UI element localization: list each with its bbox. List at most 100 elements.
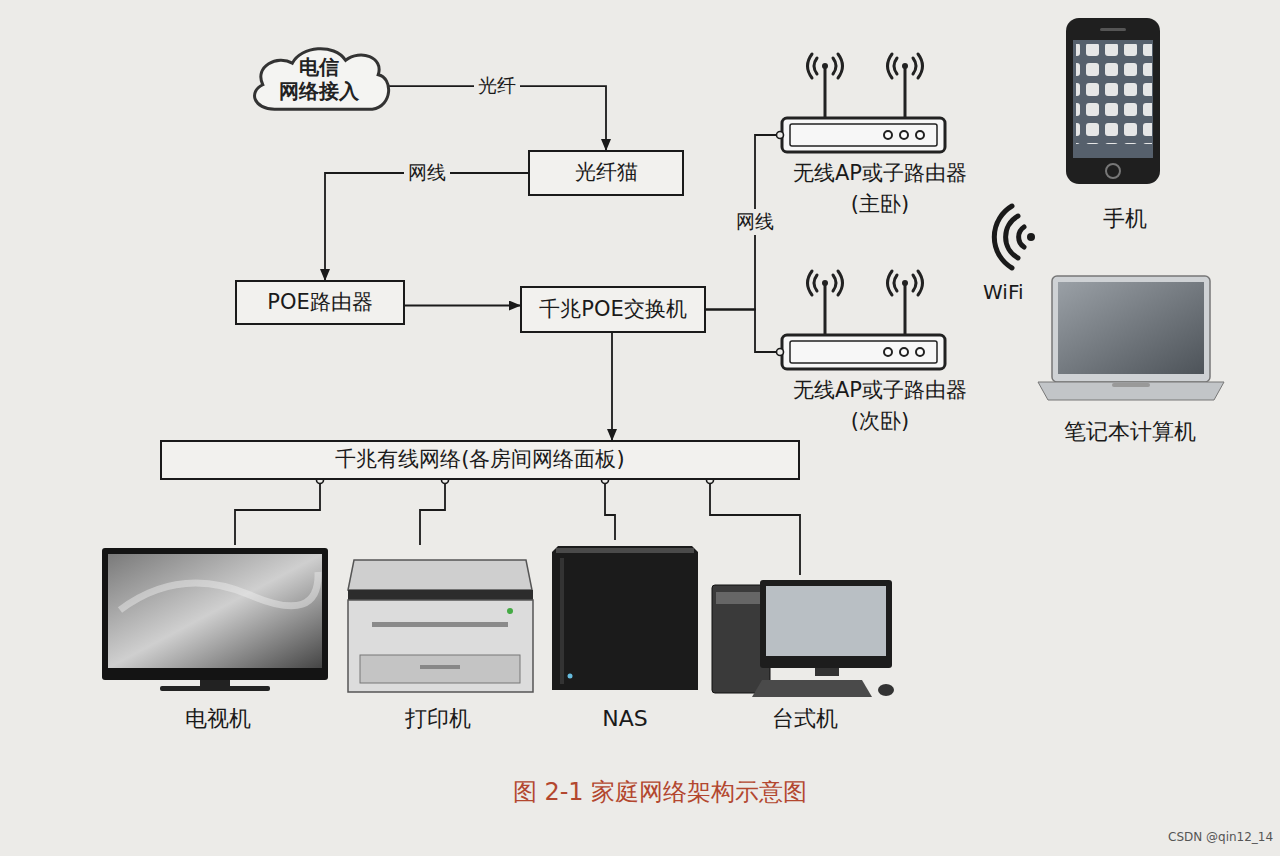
- device-node: 打印机: [340, 545, 535, 735]
- connector-group: [235, 86, 800, 575]
- phone-illustration: [1073, 40, 1153, 158]
- node-text: 无线AP或子路由器 (次卧): [780, 375, 980, 436]
- router-icon: [888, 54, 923, 78]
- process-box: POE路由器: [235, 280, 405, 325]
- router-icon: [916, 131, 924, 139]
- laptop-illustration: [1038, 276, 1224, 400]
- tv-illustration: [102, 548, 328, 680]
- wifi-label: WiFi: [983, 280, 1024, 304]
- printer-illustration: [348, 560, 532, 590]
- router-icon: [782, 271, 945, 369]
- router-icon: [822, 63, 828, 69]
- phone-illustration: [1076, 44, 1152, 144]
- wifi-symbol: [994, 206, 1035, 268]
- process-box: 光纤猫: [528, 150, 684, 196]
- printer-illustration: [372, 622, 508, 627]
- node-text: 笔记本计算机: [1064, 416, 1196, 448]
- phone-illustration: [1066, 18, 1160, 184]
- connector: [235, 480, 320, 545]
- nas-illustration: [556, 548, 694, 553]
- nas-illustration: [568, 674, 573, 679]
- desktop-illustration: [760, 580, 892, 668]
- cloud-outline: [255, 49, 389, 110]
- wifi-symbol: [994, 206, 1012, 268]
- router-icon: [824, 68, 827, 118]
- laptop-illustration: [1052, 276, 1210, 382]
- connector: [706, 310, 780, 353]
- device-node: 手机: [1050, 15, 1200, 235]
- connector: [605, 480, 615, 540]
- node-text: 手机: [1103, 203, 1147, 235]
- node-text: 电视机: [185, 703, 251, 735]
- router-icon: [782, 118, 945, 152]
- tv-illustration: [200, 680, 230, 686]
- desktop-illustration: [716, 592, 766, 604]
- router-icon: [902, 63, 908, 69]
- desktop-illustration: [878, 684, 894, 696]
- device-node: 笔记本计算机: [1030, 270, 1230, 448]
- router-icon: [904, 68, 907, 118]
- wifi-symbol: [1019, 227, 1024, 247]
- edge-label: 网线: [732, 209, 778, 235]
- desktop-illustration: [752, 680, 872, 697]
- node-text: 台式机: [772, 703, 838, 735]
- process-box: 千兆POE交换机: [520, 286, 706, 333]
- figure-caption: 图 2-1 家庭网络架构示意图: [380, 776, 940, 808]
- laptop-illustration: [1038, 382, 1224, 400]
- connector: [420, 480, 445, 545]
- printer-illustration: [348, 590, 533, 600]
- connector: [387, 86, 606, 150]
- printer-illustration: [348, 600, 533, 692]
- device-node: NAS: [545, 540, 705, 735]
- connector: [611, 333, 613, 440]
- printer-illustration: [420, 665, 460, 669]
- edge-label: 光纤: [474, 73, 520, 99]
- connector: [706, 135, 780, 310]
- nas-illustration: [560, 558, 564, 684]
- cloud-outline: [245, 43, 393, 115]
- node-text: 电信 网络接入: [274, 55, 364, 103]
- phone-illustration: [1100, 28, 1126, 31]
- edge-label: 网线: [404, 160, 450, 186]
- tv-illustration: [108, 554, 322, 668]
- cloud-node: 电信 网络接入: [245, 43, 393, 115]
- desktop-illustration: [712, 580, 894, 697]
- phone-illustration: [1066, 18, 1160, 184]
- desktop-illustration: [815, 668, 839, 676]
- connector: [325, 173, 528, 280]
- wifi-symbol: [1027, 233, 1035, 241]
- device-node: 无线AP或子路由器 (主卧): [780, 55, 980, 219]
- connector: [710, 480, 800, 575]
- node-text: POE路由器: [267, 289, 372, 316]
- tv-illustration: [160, 686, 270, 691]
- node-text: 千兆有线网络(各房间网络面板): [335, 446, 624, 473]
- laptop-illustration: [1112, 383, 1150, 387]
- network-band: 千兆有线网络(各房间网络面板): [160, 440, 800, 480]
- node-text: 打印机: [405, 703, 471, 735]
- device-node: 无线AP或子路由器 (次卧): [780, 270, 980, 436]
- nas-illustration: [552, 546, 698, 690]
- device-node: 台式机: [705, 575, 905, 735]
- wifi-symbol: [1006, 216, 1018, 258]
- printer-illustration: [360, 655, 520, 683]
- desktop-illustration: [766, 586, 886, 656]
- node-text: 千兆POE交换机: [539, 296, 686, 323]
- laptop-illustration: [1058, 282, 1204, 374]
- tv-illustration: [102, 548, 328, 691]
- router-icon: [782, 54, 945, 152]
- router-icon: [790, 124, 937, 146]
- connector: [405, 305, 520, 307]
- node-text: NAS: [602, 703, 647, 735]
- router-icon: [808, 54, 923, 118]
- printer-illustration: [348, 560, 533, 692]
- nas-illustration: [552, 546, 698, 690]
- device-node: 电视机: [100, 545, 335, 735]
- watermark: CSDN @qin12_14: [1168, 830, 1273, 844]
- node-text: 无线AP或子路由器 (主卧): [780, 158, 980, 219]
- router-icon: [808, 54, 843, 78]
